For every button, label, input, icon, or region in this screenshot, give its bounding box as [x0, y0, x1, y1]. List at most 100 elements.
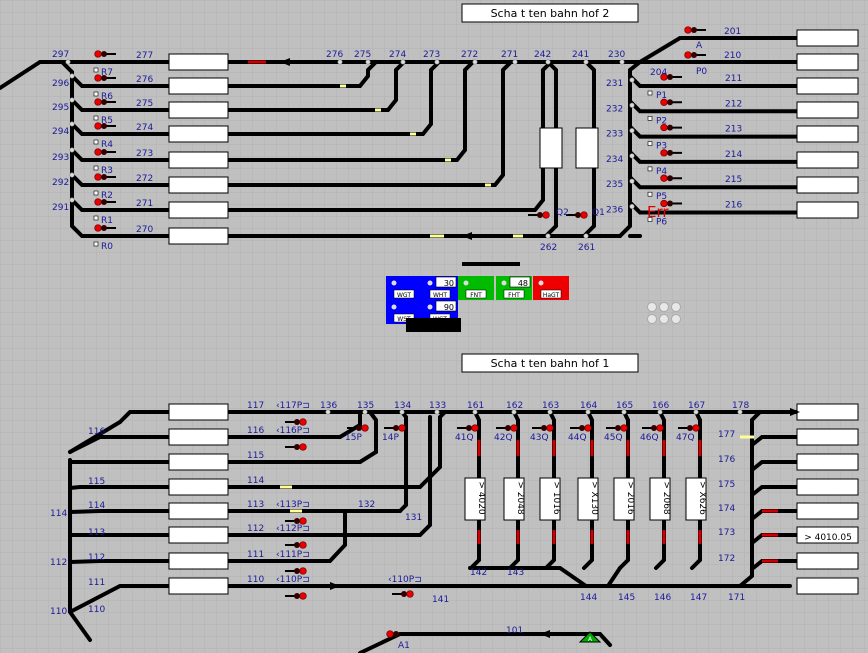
switch-point-271[interactable]: [512, 59, 518, 65]
switch-point-242[interactable]: [545, 59, 551, 65]
track-block-right-6[interactable]: [796, 176, 859, 194]
track-block-114[interactable]: [168, 478, 229, 496]
switch-point-230[interactable]: [619, 59, 625, 65]
signal-P1[interactable]: [660, 73, 682, 81]
signal-R0[interactable]: [94, 224, 116, 232]
panel-light[interactable]: [647, 302, 657, 312]
track-block-right-5[interactable]: [796, 526, 859, 544]
signal-q1[interactable]: [566, 211, 588, 219]
switch-point-272[interactable]: [472, 59, 478, 65]
switch-point-275[interactable]: [365, 59, 371, 65]
track-block-right-6[interactable]: [796, 552, 859, 570]
train-label-box[interactable]: [464, 477, 486, 521]
switch-point-291[interactable]: [69, 197, 75, 203]
track-block-112[interactable]: [168, 526, 229, 544]
switch-point-164[interactable]: [585, 409, 591, 415]
signal-116P[interactable]: [285, 443, 307, 451]
control-button-fnt[interactable]: [458, 276, 494, 300]
switch-point-232[interactable]: [629, 102, 635, 108]
track-block-277[interactable]: [168, 53, 229, 71]
track-block-right-3[interactable]: [796, 101, 859, 119]
signal-R5[interactable]: [94, 98, 116, 106]
signal-R6[interactable]: [94, 74, 116, 82]
track-block-276[interactable]: [168, 77, 229, 95]
signal-q2[interactable]: [528, 211, 550, 219]
signal-41Q[interactable]: [457, 424, 479, 432]
switch-point-261[interactable]: [583, 233, 589, 239]
signal-110P[interactable]: [285, 592, 307, 600]
track-block-116[interactable]: [168, 428, 229, 446]
panel-light[interactable]: [659, 314, 669, 324]
switch-point-273[interactable]: [434, 59, 440, 65]
track-block-right-3[interactable]: [796, 478, 859, 496]
signal-44Q[interactable]: [570, 424, 592, 432]
switch-point-293[interactable]: [69, 147, 75, 153]
switch-point-262[interactable]: [545, 233, 551, 239]
track-block-275[interactable]: [168, 101, 229, 119]
switch-point-236[interactable]: [629, 204, 635, 210]
train-block-q2[interactable]: [539, 127, 563, 169]
switch-point-178[interactable]: [737, 409, 743, 415]
panel-light[interactable]: [671, 314, 681, 324]
switch-point-161[interactable]: [472, 409, 478, 415]
train-label-box[interactable]: [613, 477, 635, 521]
switch-point-166[interactable]: [657, 409, 663, 415]
panel-light[interactable]: [647, 314, 657, 324]
control-button-wht[interactable]: [422, 276, 458, 300]
switch-point-165[interactable]: [621, 409, 627, 415]
track-block-right-7[interactable]: [796, 577, 859, 595]
track-block-270[interactable]: [168, 227, 229, 245]
train-label-box[interactable]: [539, 477, 561, 521]
signal-R7[interactable]: [94, 50, 116, 58]
switch-point-162[interactable]: [511, 409, 517, 415]
track-block-272[interactable]: [168, 176, 229, 194]
switch-point-241[interactable]: [583, 59, 589, 65]
signal-15P[interactable]: [347, 424, 369, 432]
signal-111P[interactable]: [285, 567, 307, 575]
switch-point-163[interactable]: [547, 409, 553, 415]
switch-point-134[interactable]: [399, 409, 405, 415]
track-block-right-5[interactable]: [796, 151, 859, 169]
track-block-274[interactable]: [168, 125, 229, 143]
track-block-right-1[interactable]: [796, 428, 859, 446]
signal-113P[interactable]: [285, 517, 307, 525]
panel-light[interactable]: [659, 302, 669, 312]
signal-P3[interactable]: [660, 123, 682, 132]
track-block-113[interactable]: [168, 502, 229, 520]
train-label-box[interactable]: [503, 477, 525, 521]
signal-110P2[interactable]: [392, 590, 414, 598]
track-block-right-4[interactable]: [796, 502, 859, 520]
switch-point-274[interactable]: [400, 59, 406, 65]
train-block-q1[interactable]: [575, 127, 599, 169]
signal-P5[interactable]: [660, 174, 682, 182]
signal-P0[interactable]: [684, 51, 706, 59]
control-button-fht[interactable]: [496, 276, 532, 300]
control-button-wgt[interactable]: [386, 276, 422, 300]
track-block-117[interactable]: [168, 403, 229, 421]
control-button-hagt[interactable]: [533, 276, 569, 300]
switch-point-276[interactable]: [337, 59, 343, 65]
track-block-115[interactable]: [168, 453, 229, 471]
track-block-271[interactable]: [168, 201, 229, 219]
signal-42Q[interactable]: [496, 424, 518, 432]
signal-P2[interactable]: [660, 98, 682, 106]
signal-47Q[interactable]: [678, 424, 700, 432]
signal-P6[interactable]: [660, 199, 682, 208]
switch-point-234[interactable]: [629, 153, 635, 159]
switch-point-292[interactable]: [69, 172, 75, 178]
track-block-right-7[interactable]: [796, 201, 859, 219]
signal-43Q[interactable]: [532, 424, 554, 432]
signal-A1[interactable]: [386, 630, 408, 638]
train-label-box[interactable]: [577, 477, 599, 521]
track-block-110[interactable]: [168, 577, 229, 595]
panel-light[interactable]: [671, 302, 681, 312]
track-block-right-4[interactable]: [796, 125, 859, 143]
switch-point-135[interactable]: [362, 409, 368, 415]
signal-112P[interactable]: [285, 541, 307, 549]
track-block-right-2[interactable]: [796, 453, 859, 471]
train-label-box[interactable]: [649, 477, 671, 521]
track-block-right-2[interactable]: [796, 77, 859, 95]
track-block-right-1[interactable]: [796, 53, 859, 71]
switch-point-167[interactable]: [693, 409, 699, 415]
switch-point-233[interactable]: [629, 128, 635, 134]
